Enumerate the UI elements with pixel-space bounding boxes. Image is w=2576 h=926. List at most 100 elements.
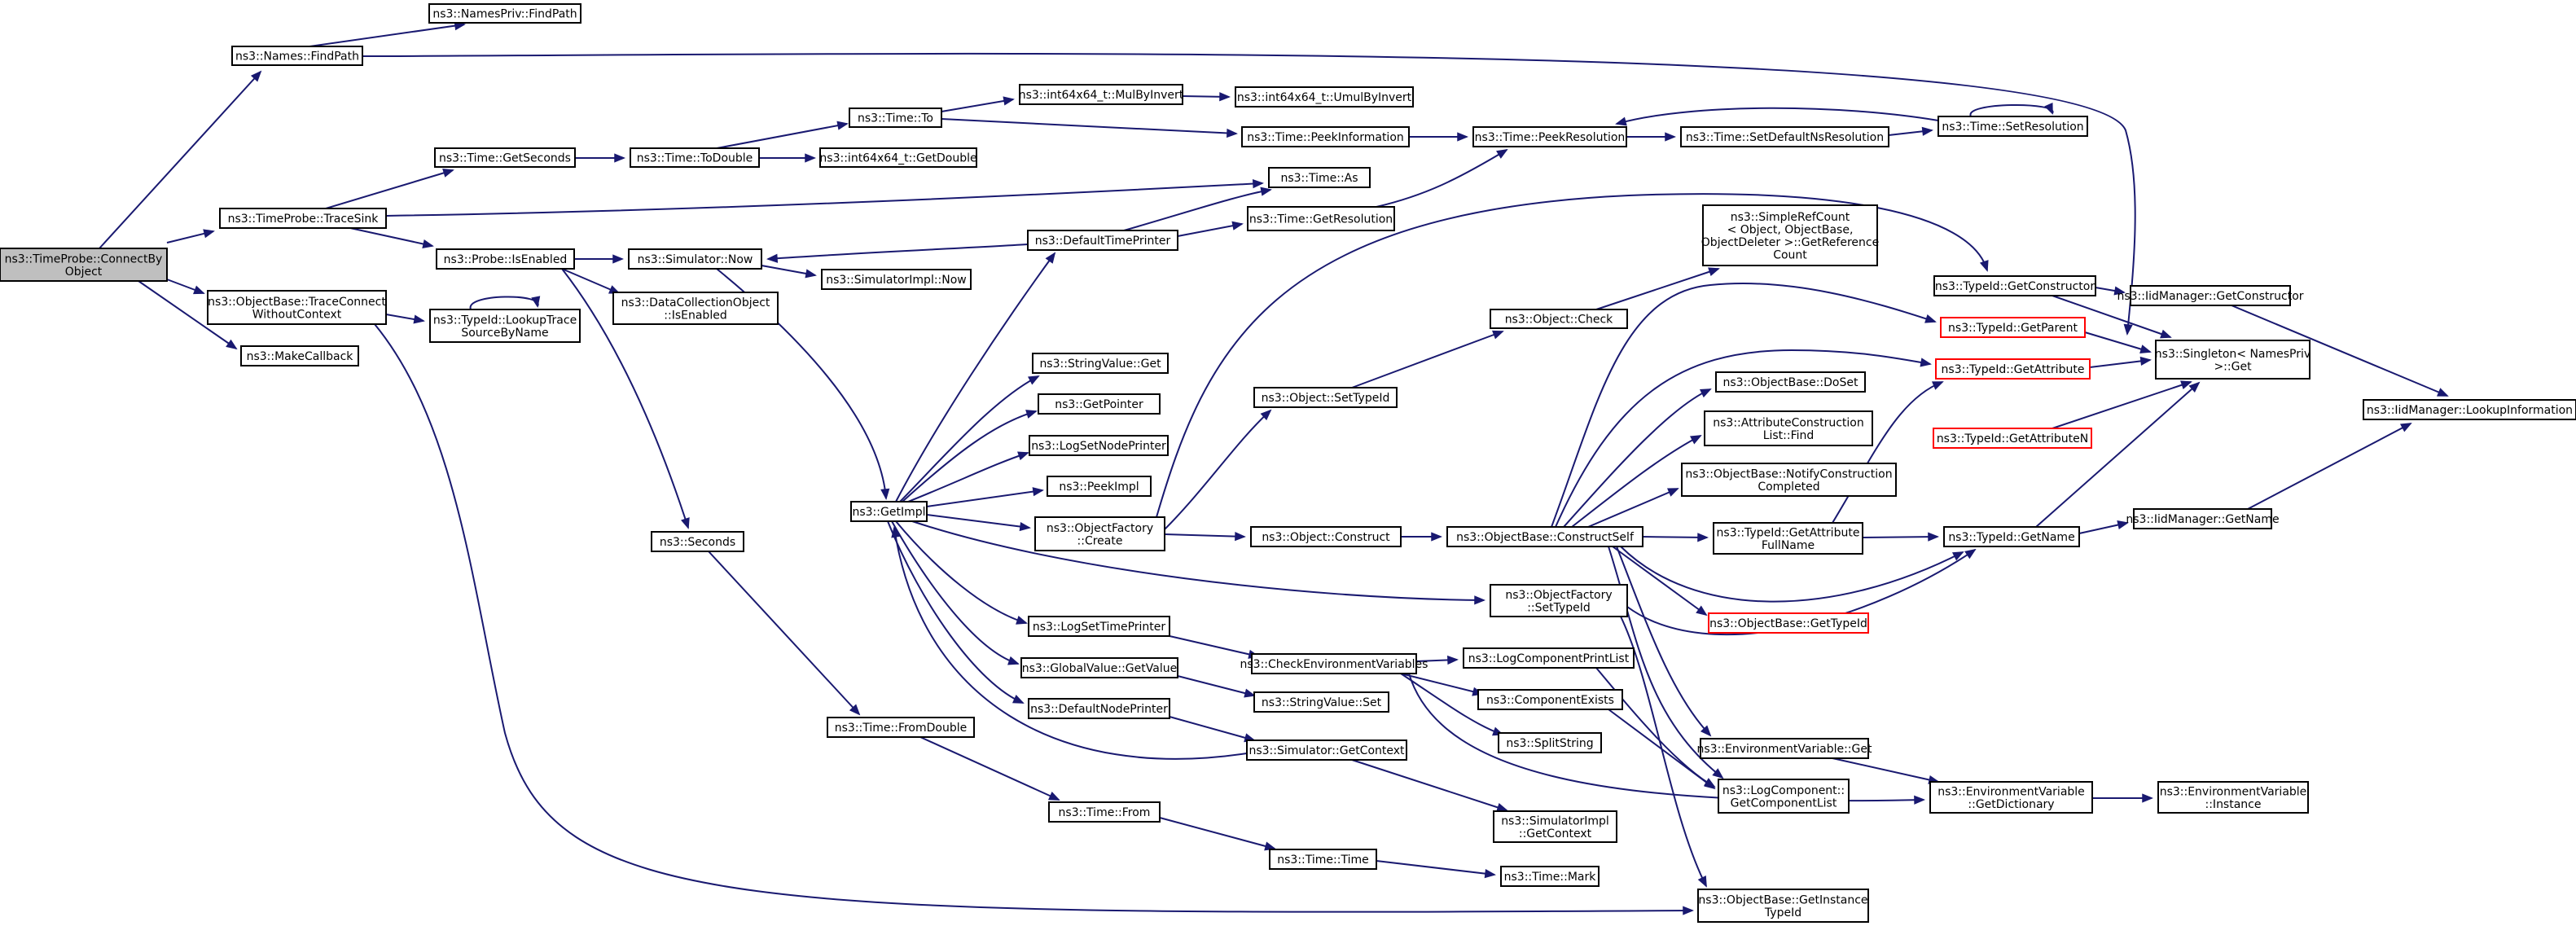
call-graph-node[interactable]: ns3::SimulatorImpl::Now [821,269,972,290]
call-graph-node[interactable]: ns3::Time::As [1268,167,1371,188]
node-label: ns3::Time::SetResolution [1942,121,2083,134]
edge-n1-to-n2 [99,70,262,249]
call-graph-node[interactable]: ns3::Singleton< NamesPriv>::Get [2155,340,2311,380]
node-box [1490,309,1628,329]
call-graph-node[interactable]: ns3::ObjectBase::NotifyConstructionCompl… [1681,463,1897,497]
call-graph-node[interactable]: ns3::DefaultNodePrinter [1028,698,1170,719]
call-graph-node[interactable]: ns3::SimpleRefCount< Object, ObjectBase,… [1701,204,1879,266]
call-graph-node[interactable]: ns3::Time::GetResolution [1247,206,1395,231]
call-graph-node[interactable]: ns3::TypeId::GetAttribute [1935,358,2091,380]
call-graph-node[interactable]: ns3::ObjectBase::DoSet [1715,371,1866,393]
call-graph-node[interactable]: ns3::int64x64_t::MulByInvert [1019,84,1184,105]
call-graph-node[interactable]: ns3::SimulatorImpl::GetContext [1493,810,1617,843]
call-graph-node[interactable]: ns3::GetImpl [850,501,928,522]
call-graph-node[interactable]: ns3::TimeProbe::TraceSink [219,208,387,229]
call-graph-node[interactable]: ns3::Names::FindPath [231,46,363,66]
call-graph-node[interactable]: ns3::LogComponentPrintList [1463,647,1635,669]
edge-n46-to-n43 [1587,488,1679,528]
node-box [207,290,387,325]
call-graph-node[interactable]: ns3::ObjectBase::TraceConnectWithoutCont… [207,290,387,325]
call-graph-node[interactable]: ns3::EnvironmentVariable::Instance [2157,781,2309,814]
call-graph-node[interactable]: ns3::EnvironmentVariable::GetDictionary [1929,781,2093,814]
call-graph-node[interactable]: ns3::EnvironmentVariable::Get [1697,738,1872,759]
node-label: ns3::LogComponent:: [1722,784,1845,797]
call-graph-node[interactable]: ns3::ObjectFactory::Create [1034,516,1165,551]
node-label: ::GetContext [1519,827,1592,840]
call-graph-node[interactable]: ns3::Object::SetTypeId [1253,387,1398,408]
node-label: ns3::DefaultTimePrinter [1035,235,1171,248]
node-label: ns3::Simulator::Now [638,253,753,266]
node-label: < Object, ObjectBase, [1727,223,1854,236]
call-graph-node[interactable]: ns3::Simulator::Now [628,248,762,270]
call-graph-node[interactable]: ns3::PeekImpl [1047,476,1152,497]
call-graph-node[interactable]: ns3::Time::From [1048,801,1161,823]
node-label: ns3::TypeId::GetAttributeN [1937,432,2088,445]
call-graph-node[interactable]: ns3::LogComponent::GetComponentList [1718,779,1850,814]
node-label: TypeId [1764,906,1801,919]
call-graph-node[interactable]: ns3::IidManager::LookupInformation [2363,399,2576,420]
node-label: ns3::int64x64_t::MulByInvert [1019,89,1184,102]
call-graph-node[interactable]: ns3::Simulator::GetContext [1246,739,1407,761]
call-graph-node[interactable]: ns3::Time::Mark [1500,866,1600,887]
call-graph-node[interactable]: ns3::int64x64_t::GetDouble [819,147,977,168]
edge-n36-to-n45 [1164,532,1246,542]
call-graph-node[interactable]: ns3::GetPointer [1038,393,1161,415]
node-label: ns3::StringValue::Get [1039,358,1161,371]
call-graph-node[interactable]: ns3::SplitString [1498,732,1602,753]
call-graph-node[interactable]: ns3::Time::SetResolution [1937,116,2088,137]
node-box [1251,653,1417,674]
call-graph-node[interactable]: ns3::ComponentExists [1477,689,1623,710]
call-graph-node[interactable]: ns3::Object::Check [1490,309,1628,329]
call-graph-node[interactable]: ns3::DataCollectionObject::IsEnabled [612,292,779,325]
edge-n28-to-n42 [2231,305,2449,397]
call-graph-node[interactable]: ns3::ObjectBase::ConstructSelf [1446,526,1643,547]
call-graph-node[interactable]: ns3::TypeId::GetParent [1940,317,2086,338]
call-graph-node[interactable]: ns3::LogSetTimePrinter [1028,616,1170,637]
call-graph-node[interactable]: ns3::StringValue::Get [1032,353,1169,374]
call-graph-node[interactable]: ns3::Time::ToDouble [630,147,760,168]
edge-n46-to-n48 [1620,546,1964,603]
edge-n35-to-n36 [926,514,1031,532]
call-graph-node[interactable]: ns3::MakeCallback [240,345,359,366]
node-box [1020,657,1178,678]
call-graph-node[interactable]: ns3::CheckEnvironmentVariables [1240,653,1428,674]
call-graph-node[interactable]: ns3::Time::To [849,108,942,128]
edge-n35-to-n50 [911,520,1485,605]
call-graph-node[interactable]: ns3::DefaultTimePrinter [1027,230,1178,251]
call-graph-node[interactable]: ns3::ObjectBase::GetTypeId [1708,612,1869,634]
call-graph-node[interactable]: ns3::GlobalValue::GetValue [1020,657,1178,678]
call-graph-node[interactable]: ns3::Time::SetDefaultNsResolution [1680,126,1889,147]
edge-n1-to-n4 [166,229,215,244]
call-graph-node[interactable]: ns3::ObjectFactory::SetTypeId [1490,584,1628,617]
node-box [436,248,575,270]
node-label: ObjectDeleter >::GetReference [1701,236,1879,249]
call-graph-node[interactable]: ns3::NamesPriv::FindPath [428,3,581,24]
call-graph-node[interactable]: ns3::Object::Construct [1250,526,1402,547]
node-label: ns3::Probe::IsEnabled [444,253,568,266]
call-graph-node[interactable]: ns3::StringValue::Set [1253,691,1389,713]
edge-n35-to-n33 [907,451,1029,502]
call-graph-node[interactable]: ns3::Time::PeekInformation [1241,126,1410,147]
node-label: Completed [1758,481,1819,494]
call-graph-node[interactable]: ns3::Seconds [651,531,744,552]
call-graph-node[interactable]: ns3::TypeId::GetConstructor [1933,275,2096,296]
call-graph-node[interactable]: ns3::int64x64_t::UmulByInvert [1235,86,1414,108]
call-graph-node[interactable]: ns3::Probe::IsEnabled [436,248,575,270]
call-graph-node[interactable]: ns3::Time::FromDouble [827,717,975,738]
call-graph-node[interactable]: ns3::Time::GetSeconds [434,147,576,168]
call-graph-node[interactable]: ns3::TypeId::GetAttributeN [1933,428,2092,449]
call-graph-node[interactable]: ns3::Time::Time [1269,849,1377,870]
call-graph-node[interactable]: ns3::TypeId::GetName [1943,526,2080,547]
call-graph-node[interactable]: ns3::IidManager::GetName [2126,508,2280,529]
node-box [628,248,762,270]
node-label: GetComponentList [1731,797,1837,810]
call-graph-node[interactable]: ns3::Time::PeekResolution [1472,126,1627,147]
node-box [1253,691,1389,713]
call-graph-node[interactable]: ns3::IidManager::GetConstructor [2117,285,2304,306]
call-graph-node[interactable]: ns3::LogSetNodePrinter [1029,435,1169,456]
